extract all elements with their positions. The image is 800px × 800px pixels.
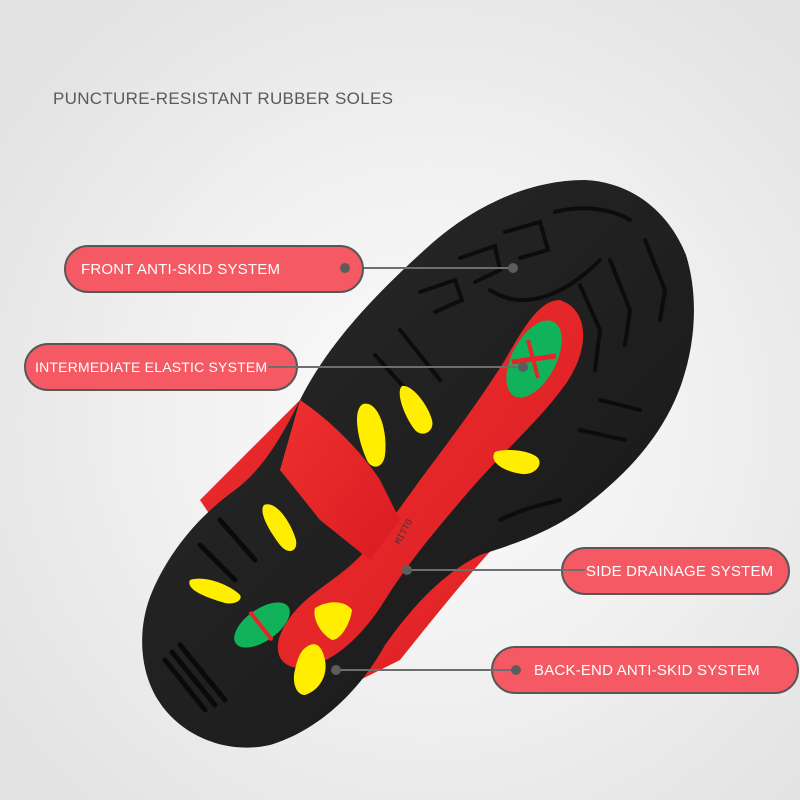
callout-line-back (336, 669, 516, 671)
callout-line-front (345, 267, 513, 269)
red-spine (277, 300, 584, 668)
callout-front-anti-skid: FRONT ANTI-SKID SYSTEM (64, 245, 364, 293)
red-arch (280, 400, 400, 560)
headline: PUNCTURE-RESISTANT RUBBER SOLES (53, 89, 394, 108)
callout-intermediate-elastic: INTERMEDIATE ELASTIC SYSTEM (24, 343, 298, 391)
callout-line-back-inner (491, 669, 515, 671)
callout-line-side (407, 569, 587, 571)
callout-dot-back (331, 665, 341, 675)
callout-label: BACK-END ANTI-SKID SYSTEM (534, 661, 760, 679)
callout-dot-front-start-top (340, 263, 350, 273)
callout-label: SIDE DRAINAGE SYSTEM (586, 562, 774, 580)
callout-dot-side (402, 565, 412, 575)
callout-dot-intermediate (518, 362, 528, 372)
callout-label: INTERMEDIATE ELASTIC SYSTEM (35, 359, 268, 375)
callout-label: FRONT ANTI-SKID SYSTEM (81, 260, 281, 278)
callout-side-drainage: SIDE DRAINAGE SYSTEM (561, 547, 790, 595)
callout-dot-back-inner (511, 665, 521, 675)
callout-dot-front (508, 263, 518, 273)
callout-line-side-inner (561, 569, 585, 571)
callout-back-end-anti-skid: BACK-END ANTI-SKID SYSTEM (491, 646, 799, 694)
callout-line-intermediate (268, 366, 523, 368)
callout-line-intermediate-front (268, 366, 298, 368)
